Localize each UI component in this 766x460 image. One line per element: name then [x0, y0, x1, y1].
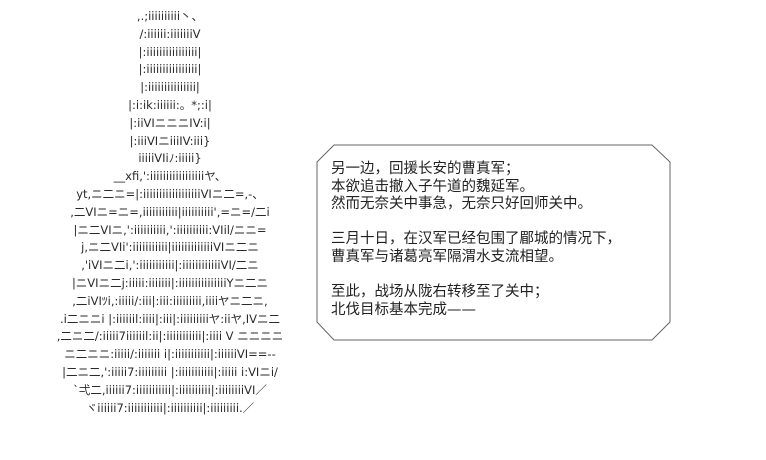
art-line: iiiiiVIiﾉ:iiiii} — [138, 151, 202, 166]
art-line: /:iiiiii:iiiiiiiV — [139, 26, 201, 41]
narration-line: 至此，战场从陇右转移至了关中； — [331, 284, 549, 301]
art-line: |:i:ik:iiiiii:。*;:i| — [128, 97, 212, 112]
art-line: |:iiiiiiiiiiiiiiii| — [138, 62, 202, 77]
art-line: .i二ニニi |:iiiiiil:iiii|:iii|:iiiiiiiiiヤ:i… — [60, 311, 280, 326]
narration-line: 另一边，回援长安的曹真军； — [331, 161, 520, 177]
art-line: ニ二ニニ:iiiii/:iiiiiii i|:iiiiiiiiiii|:iiii… — [64, 347, 276, 362]
art-line: |二ニ二,':iiiii7:iiiiiiiii |:iiiiiiiiiii|:i… — [62, 364, 278, 379]
art-line: yt,ニ二ニ=|:iiiiiiiiiiiiiiiiiiVIニ二=,-、 — [76, 186, 264, 201]
narration-line: 北伐目标基本完成—— — [331, 301, 476, 318]
narration-text: 另一边，回援长安的曹真军；本欲追击撤入子午道的魏延军。然而无奈关中事急，无奈只好… — [331, 161, 621, 319]
art-line: ,二VIニ=ニ=,iiiiiiiiiii|iiiiiiiiii',=ニ=/二i — [70, 204, 270, 219]
narration-line — [331, 214, 621, 232]
narration-line: 然而无奈关中事急，无奈只好回师关中。 — [331, 196, 592, 213]
narration-box-border — [316, 144, 671, 341]
narration-line: 本欲追击撤入子午道的魏延军。 — [331, 178, 534, 195]
art-line: __xfi,':iiiiiiiiiiiiiiiiiヤ、 — [113, 169, 227, 184]
art-line: |:iiiiiiiiiiiiiiii| — [138, 44, 202, 59]
ascii-art-figure: ,.;iiiiiiiiii丶、 /:iiiiii:iiiiiiiV |:iiiiii… — [20, 8, 320, 417]
art-line: ,二iVIﾂi,:iiiii/:iii|:iii:iiiiiiiii,iiiiヤ… — [72, 293, 268, 308]
art-line: j,ニ二VIi':iiiiiiiiiii|iiiiiiiiiiiiiVIニ二ニ — [81, 240, 259, 255]
narration-box — [312, 140, 674, 345]
art-line: ,二ニ二/:iiiii7iiiiiil:ii|:iiiiiiiiiii|:iii… — [56, 329, 284, 344]
art-line: |:iiiVIニiiiIV:iii} — [129, 133, 211, 148]
art-line: |ニVIニ二j:iiiii:iiiiiii|:iiiiiiiiiiiiiiiYニ… — [71, 275, 269, 290]
art-line: |:iiVIニニニIV:i| — [129, 115, 211, 130]
art-line: |ニ二VIニ,':iiiiiiiiii,':iiiiiiiiii:VIil/ニニ… — [73, 222, 267, 237]
art-line: `弌二,iiiiii7:iiiiiiiiiii|:iiiiiiiiii|:iii… — [73, 382, 267, 397]
art-line: ヾiiiiii7:iiiiiiiiiii|:iiiiiiiiii|:iiiiii… — [85, 400, 255, 415]
narration-line: 三月十日，在汉军已经包围了郿城的情况下， — [331, 231, 621, 248]
art-line: ,.;iiiiiiiiii丶、 — [136, 9, 204, 23]
art-line: ,'iVIニ二i,':iiiiiiiiiii|:iiiiiiiiiiiiVI/二… — [81, 258, 259, 273]
art-line: |:iiiiiiiiiiiiiii| — [140, 80, 200, 95]
narration-line — [331, 267, 621, 285]
narration-line: 曹真军与诸葛亮军隔渭水支流相望。 — [331, 248, 563, 265]
